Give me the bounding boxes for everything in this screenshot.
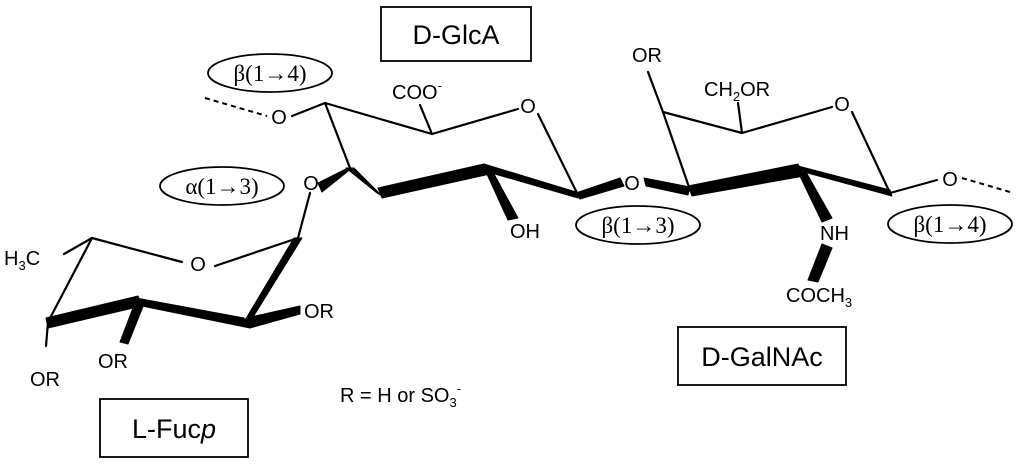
fuc-name: L-Fucp bbox=[132, 414, 216, 444]
bond-galnac-c4-c3 bbox=[661, 110, 692, 192]
wedge-galnac-c3-c2 bbox=[687, 163, 805, 197]
bond-fuc-o5-c5 bbox=[90, 236, 184, 264]
wedge-glca-o3 bbox=[317, 167, 353, 193]
fuc-ring-oxygen: O bbox=[190, 254, 206, 276]
glycosidic-o-fuc-glca: O bbox=[303, 173, 319, 195]
linkage-glca-galnac-label: β(1→3) bbox=[601, 213, 674, 238]
bond-galnac-c1-o5 bbox=[850, 110, 892, 195]
glca-name-box bbox=[380, 6, 532, 62]
linkage-left-label: β(1→4) bbox=[233, 61, 306, 86]
bond-galnac-o5-c5 bbox=[740, 105, 834, 135]
galnac-name: D-GalNAc bbox=[701, 342, 823, 372]
wedge-fuc-c3-or bbox=[119, 299, 145, 345]
fuc-or-c3: OR bbox=[98, 351, 128, 373]
linkage-right-oval bbox=[887, 204, 1013, 244]
wedge-galnac-nh bbox=[797, 171, 833, 223]
glca-ring-oxygen: O bbox=[520, 96, 536, 118]
wedge-fuc-c2-c3 bbox=[135, 297, 251, 329]
linkage-left-oval bbox=[207, 53, 333, 93]
glycosidic-o-glca-galnac: O bbox=[624, 173, 640, 195]
galnac-acetyl: COCH3 bbox=[786, 285, 852, 310]
galnac-nh: NH bbox=[820, 223, 849, 245]
linkage-fuc-glca-label: α(1→3) bbox=[185, 174, 258, 199]
wedge-fuc-c2-or bbox=[245, 305, 301, 329]
bond-o-c4-glca bbox=[290, 101, 327, 118]
glca-name: D-GlcA bbox=[413, 20, 500, 50]
bond-fuc-c5-c4 bbox=[46, 236, 94, 324]
wedge-galnac-c2-c1 bbox=[797, 165, 893, 197]
linkage-right-label: β(1→4) bbox=[913, 212, 986, 237]
bond-glca-o5-c5 bbox=[430, 107, 520, 136]
linkage-fuc-glca-oval bbox=[159, 166, 285, 206]
bond-glca-c1-o5 bbox=[536, 112, 580, 197]
bond-fuc-c5-methyl bbox=[62, 236, 94, 256]
wedge-glca-c3-c2 bbox=[377, 163, 491, 199]
galnac-ch2or: CH2OR bbox=[704, 79, 770, 104]
wedge-galnac-o-link bbox=[643, 177, 691, 196]
chain-continuation-left bbox=[204, 97, 268, 117]
substituent-legend: R = H or SO3- bbox=[340, 381, 461, 410]
fuc-or-c2: OR bbox=[304, 301, 334, 323]
wedge-galnac-acetyl bbox=[807, 243, 833, 283]
wedge-glca-o-link bbox=[575, 177, 625, 200]
chain-continuation-right bbox=[961, 177, 1011, 193]
bond-glca-c5-c4 bbox=[323, 101, 434, 136]
glca-hydroxyl: OH bbox=[510, 221, 540, 243]
bond-glca-c4-c3 bbox=[323, 101, 352, 170]
bond-glca-c6 bbox=[418, 103, 434, 136]
fuc-methyl: H3C bbox=[4, 248, 40, 273]
linkage-glca-galnac-oval bbox=[575, 205, 701, 245]
bond-galnac-c4-or bbox=[646, 70, 665, 114]
glycosidic-o-right: O bbox=[942, 169, 958, 191]
bond-fuc-c4-or bbox=[44, 320, 50, 348]
galnac-name-box bbox=[677, 326, 847, 386]
wedge-glca-c2-c1 bbox=[483, 163, 579, 199]
wedge-glca-oh bbox=[485, 171, 519, 221]
galnac-or-c4: OR bbox=[632, 45, 662, 67]
bond-fuc-o-c1 bbox=[296, 191, 312, 240]
galnac-ring-oxygen: O bbox=[834, 94, 850, 116]
wedge-glca-c3 bbox=[345, 167, 383, 197]
bond-galnac-c5-c4 bbox=[661, 110, 744, 135]
fuc-or-c4: OR bbox=[30, 369, 60, 391]
bond-fuc-c1-o5 bbox=[213, 236, 300, 268]
bond-galnac-c1-o bbox=[888, 178, 939, 195]
fuc-name-box bbox=[99, 398, 249, 458]
glycosidic-o-left: O bbox=[271, 107, 287, 129]
glca-carboxylate: COO- bbox=[392, 78, 442, 104]
bond-galnac-c6 bbox=[736, 101, 744, 135]
